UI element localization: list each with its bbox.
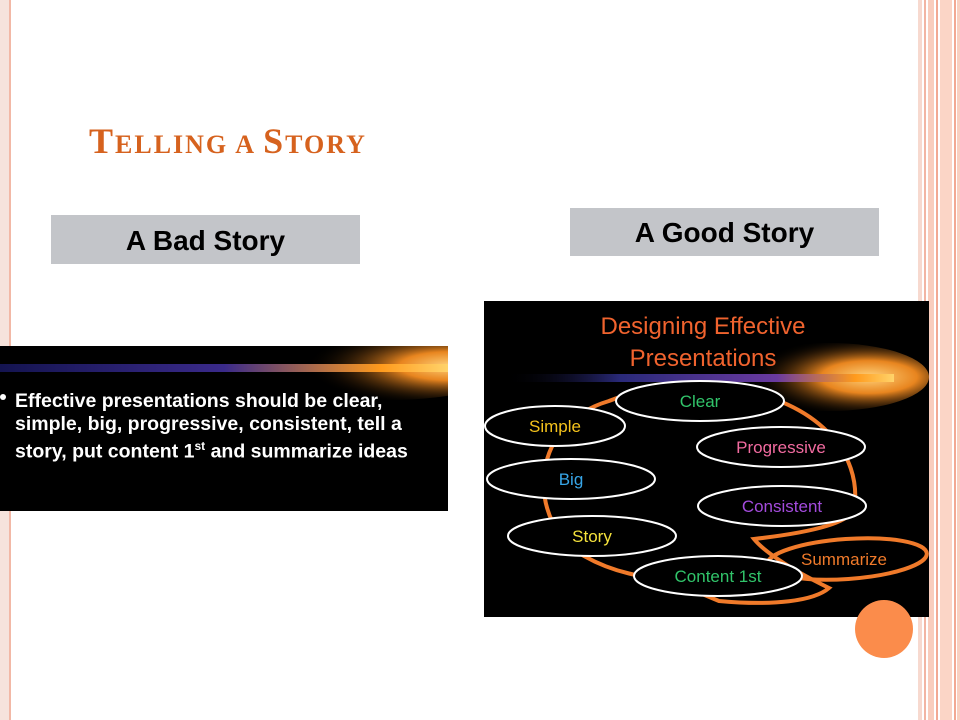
simple-oval (484, 405, 626, 447)
progressive-oval (696, 426, 866, 468)
big-label: Big (559, 470, 584, 489)
gradient-bar (504, 374, 894, 382)
bad-slide-glow-graphic (0, 346, 448, 400)
content-label: Content 1st (675, 567, 762, 586)
accent-circle (855, 600, 913, 658)
story-oval (507, 515, 677, 557)
consistent-oval (697, 485, 867, 527)
title-part: ELLING A (115, 130, 264, 159)
bad-story-slide: Effective presentations should be clear,… (0, 346, 448, 511)
clear-oval (615, 380, 785, 422)
bad-slide-text-main: Effective presentations should be clear,… (15, 390, 402, 463)
big-oval (486, 458, 656, 500)
title-part: T (89, 121, 116, 161)
content-oval (633, 555, 803, 597)
good-slide-diagram: Designing Effective Presentations ClearS… (484, 313, 929, 605)
bullet-icon (0, 394, 6, 400)
title-part: TORY (285, 130, 367, 159)
bad-slide-text: Effective presentations should be clear,… (15, 390, 445, 463)
good-slide-title-line1: Designing Effective (600, 313, 805, 340)
clear-label: Clear (680, 392, 721, 411)
slide-title: TELLING A STORY (89, 120, 367, 162)
bad-slide-text-sup: st (194, 439, 206, 453)
progressive-label: Progressive (736, 438, 826, 457)
story-label: Story (572, 527, 612, 546)
bad-slide-text-end: and summarize ideas (205, 440, 408, 463)
consistent-label: Consistent (742, 497, 823, 516)
bad-story-label: A Bad Story (51, 215, 360, 264)
simple-label: Simple (529, 417, 581, 436)
good-story-label: A Good Story (570, 208, 879, 256)
title-part: S (263, 121, 286, 161)
summarize-label: Summarize (801, 550, 887, 569)
good-slide-title-line2: Presentations (630, 345, 777, 372)
